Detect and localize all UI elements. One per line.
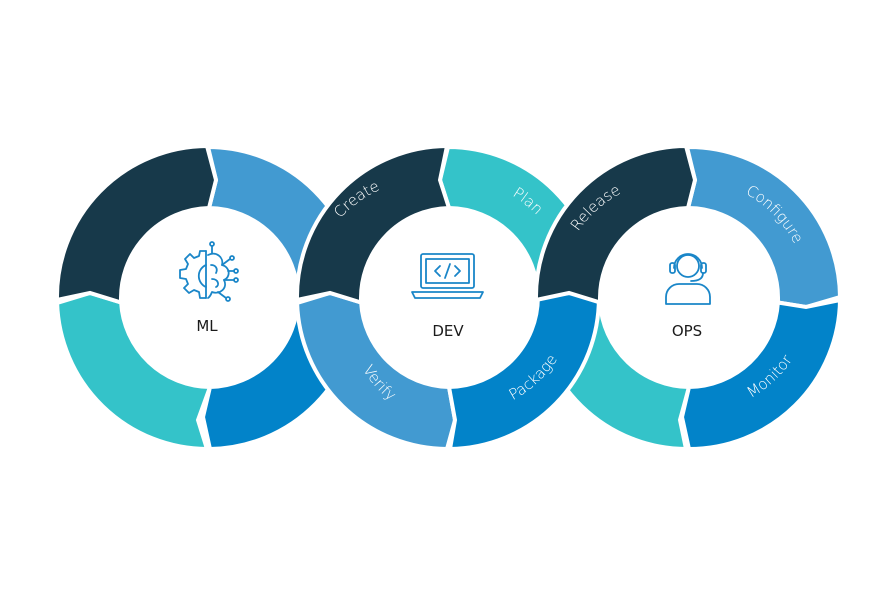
ring-ml-title: ML xyxy=(196,317,218,335)
ring-ops-segment-release xyxy=(533,143,698,306)
ring-dev-title: DEV xyxy=(432,322,464,340)
ring-dev-segment-create xyxy=(294,143,452,306)
ring-ops-segment-configure xyxy=(684,144,843,310)
ring-ml-segment-left-lower xyxy=(55,290,213,452)
ring-ops-hub xyxy=(601,211,775,385)
ring-ml-segment-left-upper xyxy=(54,143,219,306)
brain-gear-icon xyxy=(179,241,239,302)
ring-ops-top xyxy=(533,143,698,306)
ring-dev-segment-package xyxy=(446,290,601,452)
support-agent-icon xyxy=(665,253,711,305)
ring-ops-segment-monitor xyxy=(679,297,843,452)
ring-dev-segment-verify xyxy=(295,290,458,452)
laptop-code-icon xyxy=(411,253,484,299)
ring-ops-title: OPS xyxy=(672,322,702,340)
